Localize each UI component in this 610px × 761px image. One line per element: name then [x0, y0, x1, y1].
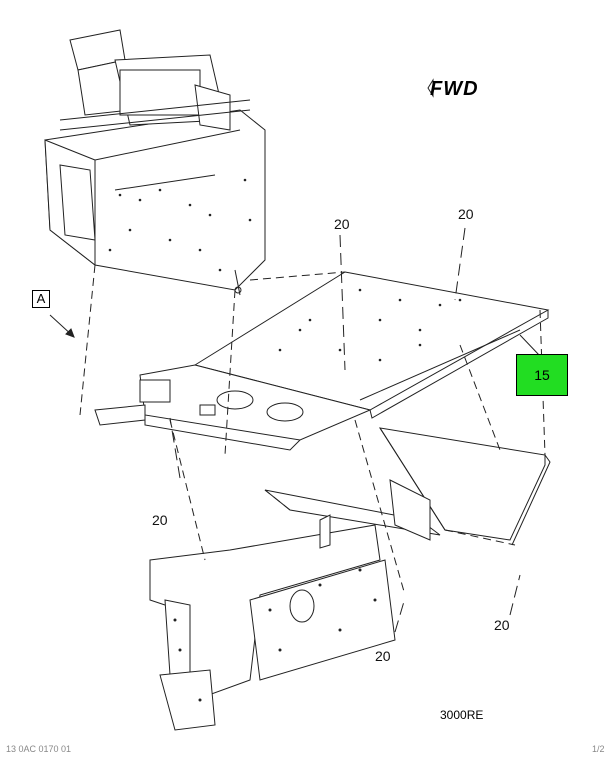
callout-20-top-center: 20 — [334, 216, 350, 232]
footer-left: 13 0AC 0170 01 — [6, 744, 72, 754]
callout-20-left: 20 — [152, 512, 168, 528]
angle-bracket — [378, 427, 551, 546]
drawing-number: 3000RE — [440, 708, 484, 722]
leader-15 — [519, 334, 541, 357]
upper-console-assembly — [44, 29, 266, 296]
callout-20-top-right: 20 — [458, 206, 474, 222]
callout-20-lower-right: 20 — [494, 617, 510, 633]
view-arrowhead — [65, 328, 75, 338]
lower-frame — [149, 479, 441, 731]
step-plate — [94, 364, 372, 451]
callout-20-bottom: 20 — [375, 648, 391, 664]
leader-lines — [169, 227, 521, 633]
footer-right: 1/2 — [592, 744, 605, 754]
view-callout-box: A — [32, 290, 50, 308]
highlighted-part-15[interactable]: 15 — [516, 354, 568, 396]
fwd-arrow-icon — [427, 78, 434, 98]
forward-direction-label: FWD — [430, 78, 479, 100]
